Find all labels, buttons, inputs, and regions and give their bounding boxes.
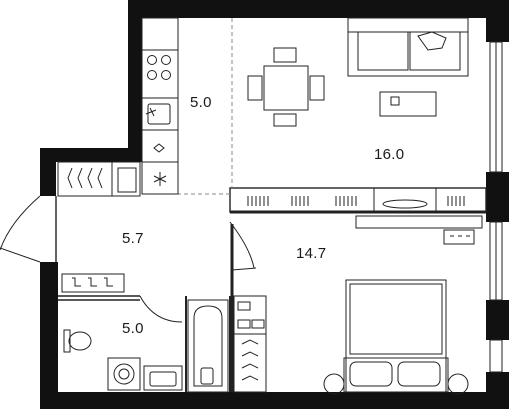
wall-top <box>128 0 500 18</box>
walls <box>40 0 509 409</box>
wall-right-lower <box>486 300 509 340</box>
nightstand-left-icon <box>323 373 345 395</box>
coffee-table-icon <box>379 91 437 117</box>
bed-icon <box>323 279 469 395</box>
tv-icon <box>382 199 428 209</box>
wall-left-lower <box>40 262 58 409</box>
bedroom-desk <box>355 215 483 245</box>
wall-step <box>40 148 142 162</box>
wall-right-mid <box>486 172 509 222</box>
window-right-3 <box>489 339 503 373</box>
tap-icon <box>153 143 165 153</box>
bathtub-icon <box>187 299 229 393</box>
sofa-icon <box>347 17 469 77</box>
hall-area-label: 5.7 <box>122 230 144 247</box>
dining-set <box>247 47 325 127</box>
partitions <box>55 187 487 392</box>
wall-bottom <box>40 392 509 409</box>
hob-icon <box>147 55 171 80</box>
washing-machine-icon <box>107 357 141 391</box>
windows <box>489 41 503 373</box>
wall-left-upper <box>40 148 56 196</box>
wall-right-upper <box>486 0 509 42</box>
nightstand-right-icon <box>447 373 469 395</box>
bathroom-area-label: 5.0 <box>122 320 144 337</box>
hall-wardrobe <box>57 161 141 197</box>
entrance-door[interactable] <box>0 195 41 263</box>
fridge-icon <box>153 172 167 186</box>
toilet-icon <box>63 329 92 353</box>
tv-shelf <box>247 188 465 212</box>
wall-kitchen-left <box>128 0 142 160</box>
kitchen-area-label: 5.0 <box>190 94 212 111</box>
bedroom-area-label: 14.7 <box>296 245 327 262</box>
bathroom-door[interactable] <box>139 295 187 323</box>
shoe-shelf <box>61 273 125 293</box>
living-area-label: 16.0 <box>374 146 405 163</box>
zone-lines <box>142 18 233 195</box>
sink-icon <box>147 103 171 125</box>
kitchen-counter <box>141 17 179 195</box>
washbasin-icon <box>143 365 183 391</box>
bedroom-door[interactable] <box>229 221 257 271</box>
bathroom-fittings <box>63 299 229 393</box>
bedroom-wardrobe <box>233 295 267 393</box>
